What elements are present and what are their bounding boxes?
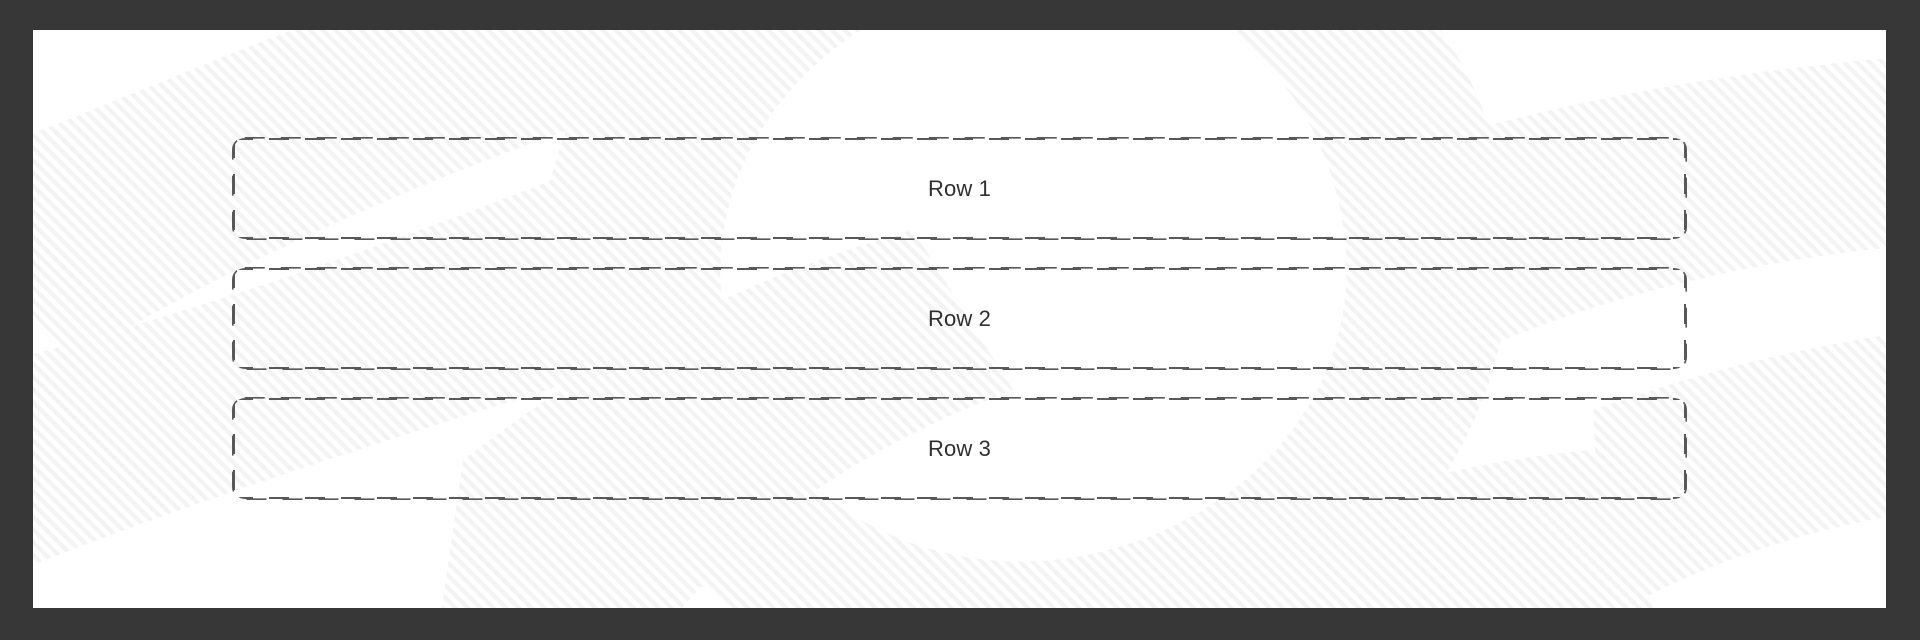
rows-stack: Row 1 Row 2 Row 3: [232, 137, 1688, 501]
dropzone-row-2[interactable]: Row 2: [232, 267, 1688, 371]
row-label: Row 3: [927, 435, 992, 461]
row-label: Row 1: [927, 175, 992, 201]
dropzone-row-3[interactable]: Row 3: [232, 397, 1688, 501]
row-label: Row 2: [927, 305, 992, 331]
dropzone-row-1[interactable]: Row 1: [232, 137, 1688, 241]
content-canvas: Row 1 Row 2 Row 3: [33, 30, 1886, 608]
